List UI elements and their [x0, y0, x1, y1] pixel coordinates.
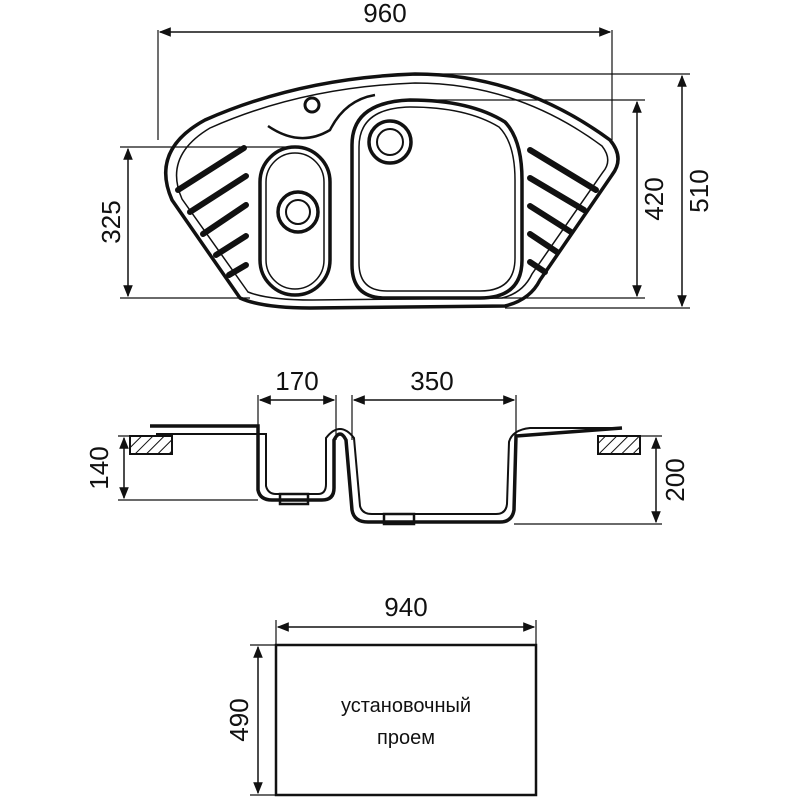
dim-cutout-490: 490 — [224, 698, 254, 741]
tap-ledge — [267, 93, 376, 140]
large-bowl-drain — [367, 119, 413, 165]
small-drain-outlet — [278, 492, 310, 506]
dim-bowl-depth-420: 420 — [639, 177, 669, 220]
cutout-rect — [274, 643, 538, 797]
cutout-label-line1: установочный — [341, 695, 471, 717]
section-view: 170 350 140 200 — [84, 366, 690, 526]
sink-outline — [163, 72, 620, 310]
cutout-view: 940 490 установочный проем — [224, 592, 538, 797]
large-bowl — [350, 98, 524, 300]
right-drainer-grooves — [527, 147, 599, 275]
dim-width-960: 960 — [363, 0, 406, 28]
sink-section-inner — [156, 427, 616, 515]
dim-small-bowl-170: 170 — [275, 366, 318, 396]
large-bowl-inner — [358, 106, 516, 292]
small-bowl-drain-inner — [285, 199, 311, 225]
countertop-right — [597, 435, 641, 455]
dim-large-depth-200: 200 — [660, 458, 690, 501]
small-bowl-drain — [276, 190, 320, 234]
dim-small-depth-140: 140 — [84, 446, 114, 489]
tap-hole — [303, 96, 321, 114]
large-drain-outlet — [382, 512, 416, 526]
left-drainer-grooves — [175, 145, 249, 278]
sink-section-outer — [150, 424, 623, 524]
small-bowl-inner — [265, 152, 325, 290]
small-bowl — [258, 145, 332, 297]
cutout-label-line2: проем — [377, 727, 435, 749]
countertop-left — [129, 435, 173, 455]
top-view: 960 510 420 325 — [96, 0, 714, 310]
dim-cutout-940: 940 — [384, 592, 427, 622]
dim-bowl-depth-325: 325 — [96, 200, 126, 243]
large-bowl-drain-inner — [376, 128, 404, 156]
dim-depth-510: 510 — [684, 169, 714, 212]
dim-large-bowl-350: 350 — [410, 366, 453, 396]
